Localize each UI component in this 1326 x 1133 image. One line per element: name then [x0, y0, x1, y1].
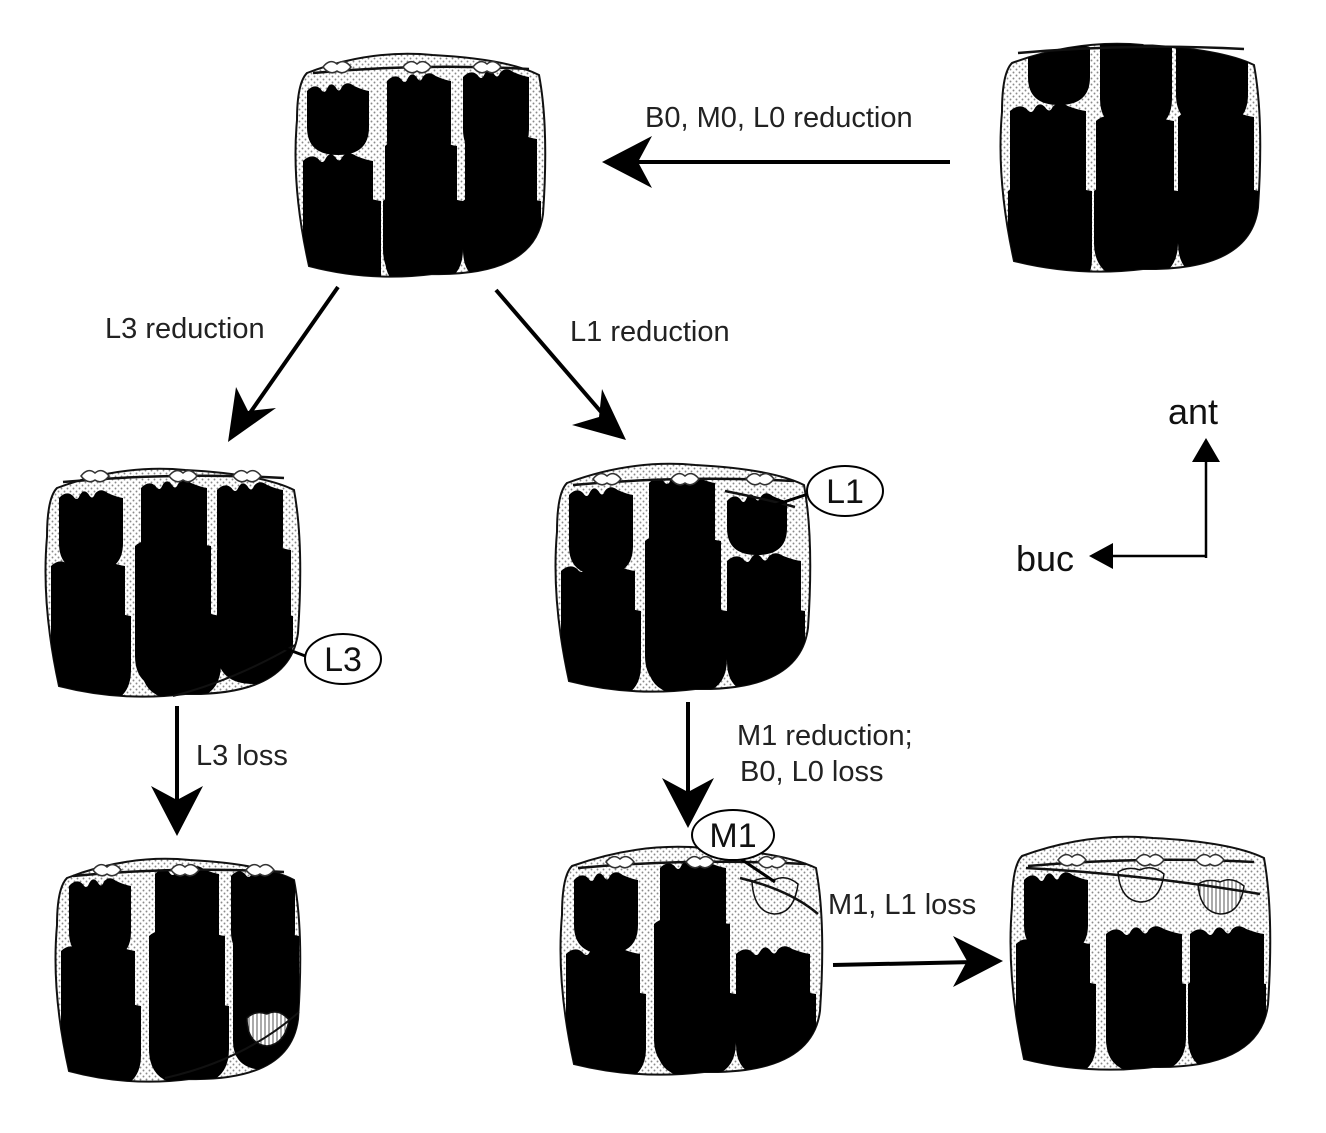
tooth-l1-reduced: [554, 462, 812, 693]
label-b0-m0-l0-reduction: B0, M0, L0 reduction: [645, 102, 913, 134]
cusp: [727, 493, 787, 555]
cusp: [307, 83, 369, 155]
arrow-center-to-left: [228, 285, 340, 442]
axis-label-ant: ant: [1168, 391, 1218, 432]
cusp: [1018, 976, 1096, 1070]
cusp: [463, 193, 541, 277]
cusp: [63, 998, 141, 1082]
cusp: [1106, 976, 1186, 1070]
label-l3-reduction: L3 reduction: [105, 313, 265, 345]
tooth-ancestral-reduced: [294, 52, 547, 278]
callout-m1-text: M1: [709, 817, 756, 855]
cusp: [1028, 43, 1090, 105]
tooth-m1-reduced: [559, 845, 824, 1076]
cusp: [647, 603, 727, 692]
axis-label-buc: buc: [1016, 538, 1074, 579]
arrow-center-to-middle: [494, 288, 626, 440]
cusp: [383, 193, 463, 277]
callout-l1-text: L1: [826, 473, 864, 511]
callout-m1: M1: [691, 809, 776, 884]
label-l1-reduction: L1 reduction: [570, 316, 730, 348]
cusp: [1094, 183, 1178, 272]
cusp: [1100, 43, 1172, 131]
cusp: [1176, 43, 1248, 127]
cusp: [656, 986, 736, 1075]
cusp: [59, 490, 123, 572]
cusp: [149, 998, 229, 1082]
arrow-bottom-right: [832, 936, 1003, 987]
label-m1-reduction: M1 reduction;: [737, 720, 913, 752]
cusp: [1008, 183, 1092, 272]
label-m1-l1-loss: M1, L1 loss: [828, 889, 976, 921]
cusp: [568, 986, 646, 1075]
cusp: [1188, 976, 1266, 1070]
arrow-middle-down: [662, 702, 714, 828]
cusp: [53, 608, 131, 697]
tooth-ancestral: [999, 42, 1262, 273]
cusp: [141, 608, 221, 697]
cusp: [563, 603, 641, 692]
cusp: [1178, 183, 1260, 272]
orientation-axes: ant buc: [1016, 391, 1220, 579]
cusp: [574, 872, 638, 954]
cusp: [69, 878, 131, 960]
tooth-l3-reduced: [44, 467, 302, 698]
callout-l3-text: L3: [324, 641, 362, 679]
cusp: [727, 603, 805, 690]
cusp: [303, 193, 381, 277]
cusp: [1024, 872, 1088, 954]
label-b0-l0-loss: B0, L0 loss: [740, 756, 883, 788]
callout-l1: L1: [759, 465, 884, 517]
cusp: [569, 487, 633, 575]
label-l3-loss: L3 loss: [196, 740, 288, 772]
tooth-m1-l1-lost: [1009, 835, 1272, 1071]
arrow-left-down: [151, 706, 203, 836]
arrow-right-to-center: [602, 136, 950, 188]
cusp: [233, 928, 299, 1070]
tooth-l3-lost: [54, 857, 302, 1083]
cusp: [738, 986, 816, 1073]
callout-l3: L3: [267, 633, 382, 685]
